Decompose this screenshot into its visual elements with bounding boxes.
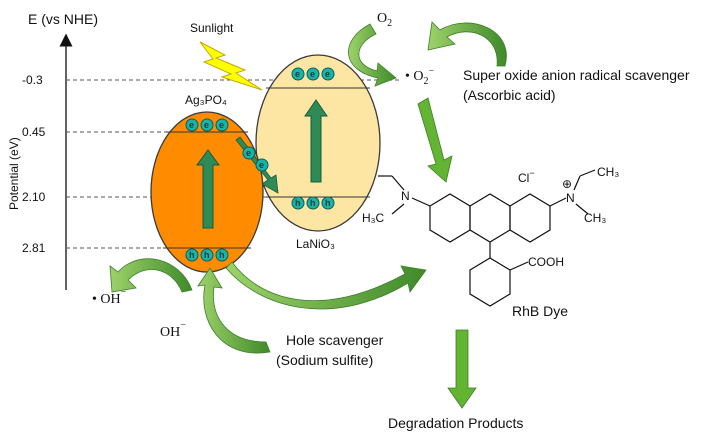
rhb-n-right: N xyxy=(566,191,575,205)
rhb-chloride: Cl− xyxy=(518,168,535,185)
axis-ylabel: Potential (eV) xyxy=(7,137,21,210)
hole-label: h xyxy=(295,198,301,208)
electron-label: e xyxy=(295,69,300,79)
axis-title: E (vs NHE) xyxy=(28,11,98,27)
sulfite-scavenging-curve xyxy=(197,267,271,354)
degradation-arrow xyxy=(447,329,477,409)
superoxide-scavenger-label-line2: (Ascorbic acid) xyxy=(463,87,556,103)
hydroxide-label: OH− xyxy=(160,320,186,340)
rhb-cooh: COOH xyxy=(528,255,564,269)
rhb-dye-labels: Cl− ⊕ N N H₃C CH₃ CH₃ COOH RhB Dye xyxy=(362,165,619,319)
ascorbic-scavenging-curve xyxy=(427,21,507,67)
hole-scavenger-label-line1: Hole scavenger xyxy=(286,332,384,348)
lanio3-electrons: e e e xyxy=(291,67,335,81)
lightning-bolt-icon xyxy=(199,41,263,91)
superoxide-to-dye-arrow xyxy=(417,97,453,183)
hole-label: h xyxy=(325,198,331,208)
o2-to-superoxide-curve xyxy=(348,23,397,87)
lanio3-excitation-arrow xyxy=(304,99,328,183)
superoxide-label: • O2− xyxy=(405,66,435,87)
electron-label: e xyxy=(259,160,264,170)
electron-label: e xyxy=(310,69,315,79)
electron-label: e xyxy=(189,120,194,130)
tick-label-2-10: 2.10 xyxy=(22,190,46,204)
rhb-positive-charge: ⊕ xyxy=(562,177,572,191)
tick-label-2-81: 2.81 xyxy=(22,241,46,255)
hole-to-hydroxyl-curve xyxy=(109,258,193,293)
rhb-ch3-left: H₃C xyxy=(362,211,385,225)
ag3po4-holes: h h h xyxy=(185,248,229,262)
electron-label: e xyxy=(246,148,251,158)
rhb-dye-structure xyxy=(378,169,596,307)
superoxide-scavenger-label-line1: Super oxide anion radical scavenger xyxy=(463,67,690,83)
ag3po4-electrons: e e e xyxy=(185,118,229,132)
hole-scavenger-label-line2: (Sodium sulfite) xyxy=(276,352,373,368)
ag3po4-label: Ag₃PO₄ xyxy=(185,93,227,107)
rhb-ch3-top-right: CH₃ xyxy=(597,165,619,179)
rhb-dye-label: RhB Dye xyxy=(512,303,568,319)
sunlight-label: Sunlight xyxy=(190,21,234,35)
o2-label: O2 xyxy=(377,11,392,29)
electron-label: e xyxy=(325,69,330,79)
rhb-ch3-right: CH₃ xyxy=(584,211,606,225)
lanio3-particle: LaNiO₃ xyxy=(255,54,381,251)
transferring-electrons: e e xyxy=(242,146,269,172)
hole-section: • OH− OH− Hole scavenger (Sodium sulfite… xyxy=(92,258,427,368)
tick-label-neg0-3: -0.3 xyxy=(22,73,43,87)
sunlight: Sunlight xyxy=(190,21,263,91)
hole-to-dye-curve xyxy=(225,261,427,310)
hole-label: h xyxy=(189,250,195,260)
lanio3-label: LaNiO₃ xyxy=(296,237,335,251)
hole-label: h xyxy=(310,198,316,208)
ag3po4-excitation-arrow xyxy=(196,149,220,229)
hole-label: h xyxy=(219,250,225,260)
tick-label-0-45: 0.45 xyxy=(22,125,46,139)
hole-label: h xyxy=(204,250,210,260)
degradation: Degradation Products xyxy=(388,329,523,431)
lanio3-holes: h h h xyxy=(291,196,335,210)
hydroxyl-radical-label: • OH− xyxy=(92,287,127,307)
electron-label: e xyxy=(219,120,224,130)
electron-label: e xyxy=(204,120,209,130)
rhb-n-left: N xyxy=(401,189,410,203)
degradation-products-label: Degradation Products xyxy=(388,415,523,431)
superoxide-section: O2 • O2− Super oxide anion radical scave… xyxy=(348,11,690,183)
